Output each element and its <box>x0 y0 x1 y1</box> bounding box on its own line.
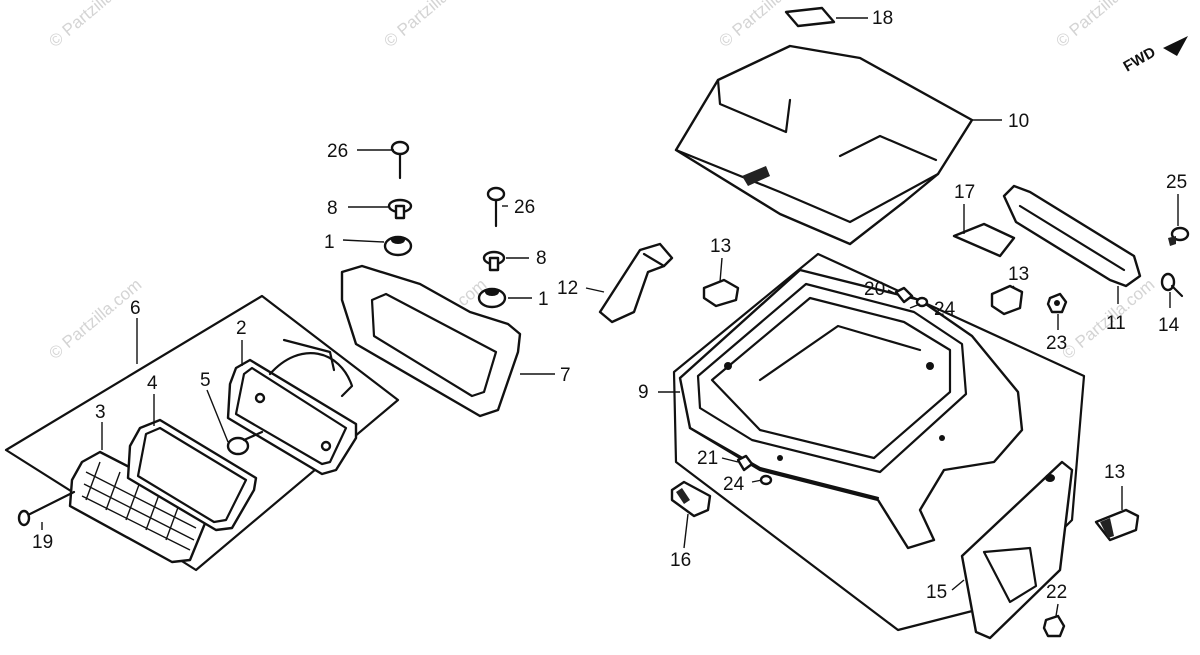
collar-upper <box>387 198 413 220</box>
lens-gasket <box>126 418 258 532</box>
latch-13-b <box>990 284 1024 316</box>
watermark-4: © Partzilla.com <box>1052 0 1152 51</box>
callout-10: 10 <box>1008 111 1029 132</box>
watermark-1: © Partzilla.com <box>45 0 145 51</box>
latch-13-c <box>1094 508 1140 542</box>
callout-21: 21 <box>697 448 718 469</box>
callout-15: 15 <box>926 582 947 603</box>
trunk-hinge <box>598 242 674 324</box>
license-bracket <box>960 460 1074 640</box>
callout-26-lower: 26 <box>514 197 535 218</box>
washer-24-lower <box>759 474 773 486</box>
callout-1-lower: 1 <box>538 289 549 310</box>
callout-6: 6 <box>130 298 141 319</box>
forward-arrow-icon: FWD <box>1121 36 1188 76</box>
screw-20 <box>894 286 914 304</box>
bolt-26-lower <box>486 186 506 228</box>
callout-8-upper: 8 <box>327 198 338 219</box>
callout-1-upper: 1 <box>324 232 335 253</box>
screw-21 <box>736 454 754 472</box>
callout-17: 17 <box>954 182 975 203</box>
callout-14: 14 <box>1158 315 1180 336</box>
callout-4: 4 <box>147 373 158 394</box>
callout-3: 3 <box>95 402 106 423</box>
grommet-upper <box>383 235 413 257</box>
callout-24-lower: 24 <box>723 474 745 495</box>
bolt-25 <box>1168 226 1190 246</box>
taillight-housing <box>226 338 358 476</box>
callout-2: 2 <box>236 318 247 339</box>
callout-19: 19 <box>32 532 53 553</box>
callout-13-b: 13 <box>1008 264 1029 285</box>
latch-13-a <box>702 278 740 308</box>
callout-13-c: 13 <box>1104 462 1125 483</box>
callout-25: 25 <box>1166 172 1187 193</box>
callout-26-upper: 26 <box>327 141 348 162</box>
collar-lower <box>482 250 506 272</box>
callout-5: 5 <box>200 370 211 391</box>
callout-8-lower: 8 <box>536 248 547 269</box>
taillight-bracket <box>340 264 522 418</box>
callout-13-a: 13 <box>710 236 731 257</box>
callout-24-upper: 24 <box>934 299 956 320</box>
callout-16: 16 <box>670 550 691 571</box>
label-sticker-18 <box>784 6 836 28</box>
callout-labels: 6 2 4 5 3 19 7 26 8 1 26 8 1 12 13 18 10… <box>32 8 1187 603</box>
bulb <box>226 430 264 456</box>
watermark-2: © Partzilla.com <box>380 0 480 51</box>
nut-22 <box>1042 614 1066 638</box>
nut-23 <box>1046 292 1068 314</box>
callout-12: 12 <box>557 278 578 299</box>
callout-11: 11 <box>1106 313 1126 334</box>
callout-9: 9 <box>638 382 649 403</box>
callout-22: 22 <box>1046 582 1067 603</box>
bolt-26-upper <box>390 140 410 180</box>
callout-18: 18 <box>872 8 893 29</box>
screw-19 <box>17 490 76 527</box>
leader-lines <box>41 17 1179 617</box>
fwd-label: FWD <box>1121 44 1159 76</box>
clip-16 <box>670 480 712 518</box>
callout-7: 7 <box>560 365 571 386</box>
grommet-lower <box>477 287 507 309</box>
callout-23: 23 <box>1046 333 1067 354</box>
trunk-body <box>678 268 1024 550</box>
callout-20: 20 <box>864 279 885 300</box>
bolt-14 <box>1160 272 1184 298</box>
trunk-handle <box>1002 184 1142 288</box>
trunk-lid <box>674 44 974 246</box>
label-sticker-17 <box>952 222 1016 258</box>
